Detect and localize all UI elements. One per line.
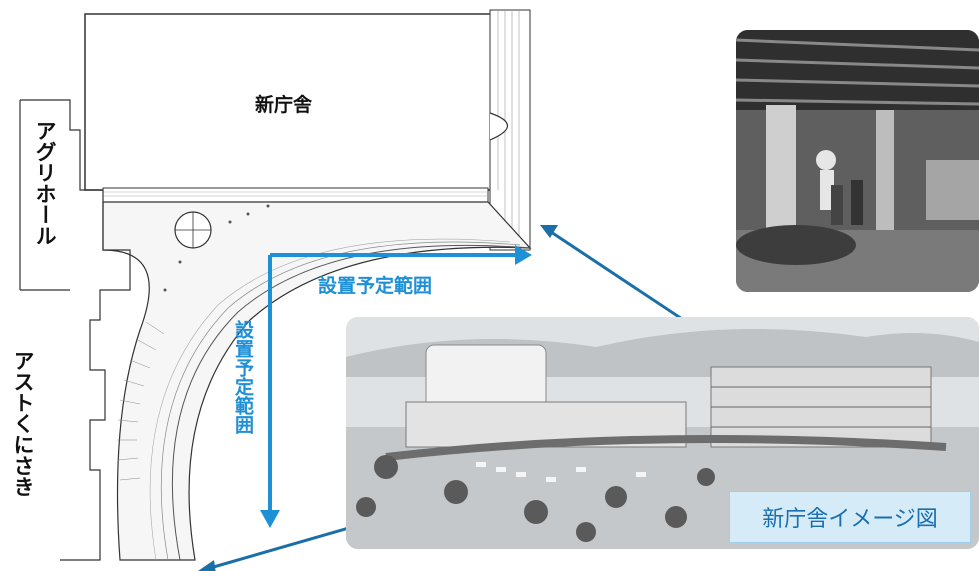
astokunisaki-label: アストくにさき bbox=[11, 350, 35, 497]
agri-hall-label: アグリホール bbox=[33, 120, 57, 246]
plaza-area bbox=[102, 201, 532, 561]
image-caption: 新庁舎イメージ図 bbox=[729, 491, 971, 543]
west-building-outline bbox=[20, 99, 131, 561]
interior-photo bbox=[736, 30, 979, 292]
east-bay bbox=[489, 112, 509, 141]
new-building-outline bbox=[84, 13, 499, 191]
install-range-horizontal-label: 設置予定範囲 bbox=[318, 275, 433, 297]
install-range-vertical-label: 設置予定範囲 bbox=[232, 320, 254, 434]
south-band bbox=[102, 187, 489, 203]
range-arrows bbox=[260, 245, 532, 528]
plaza-curve-inner bbox=[171, 244, 531, 561]
new-building-label: 新庁舎 bbox=[255, 94, 313, 116]
